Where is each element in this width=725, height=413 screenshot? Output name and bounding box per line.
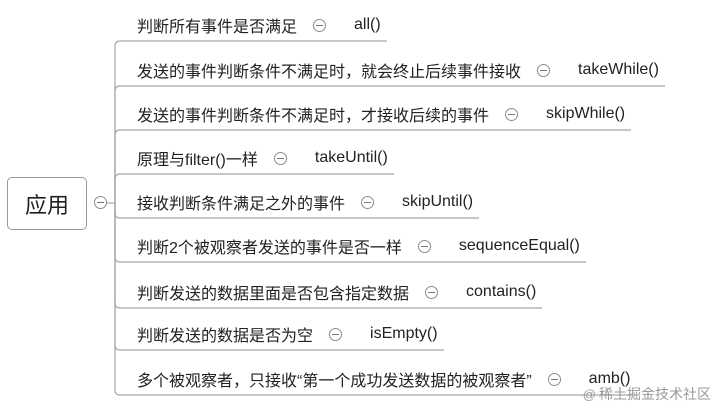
watermark: @ 稀土掘金技术社区: [583, 384, 711, 404]
branch-node-takeuntil[interactable]: 原理与filter()一样 takeUntil(): [137, 146, 388, 170]
branch-node-skipuntil[interactable]: 接收判断条件满足之外的事件 skipUntil(): [137, 190, 473, 214]
collapse-icon[interactable]: [547, 372, 561, 386]
branch-label: 判断发送的数据是否为空: [137, 328, 314, 345]
branch-node-sequenceequal[interactable]: 判断2个被观察者发送的事件是否一样 sequenceEqual(): [137, 234, 580, 258]
root-label: 应用: [24, 192, 69, 218]
watermark-text: 稀土掘金技术社区: [599, 386, 711, 402]
branch-label: 判断发送的数据里面是否包含指定数据: [137, 286, 410, 303]
operator-contains[interactable]: contains(): [466, 283, 537, 300]
collapse-icon[interactable]: [417, 239, 431, 253]
operator-all[interactable]: all(): [354, 16, 381, 33]
operator-amb[interactable]: amb(): [588, 370, 631, 387]
branch-connector-0: [114, 40, 387, 203]
operator-takeuntil[interactable]: takeUntil(): [314, 149, 388, 166]
branch-label: 多个被观察者，只接收“第一个成功发送数据的被观察者”: [137, 373, 532, 390]
operator-skipwhile[interactable]: skipWhile(): [546, 105, 626, 122]
branch-connector-2: [114, 129, 631, 203]
operator-takewhile[interactable]: takeWhile(): [578, 61, 659, 78]
branch-connector-1: [114, 85, 665, 203]
collapse-icon[interactable]: [505, 107, 519, 121]
collapse-icon[interactable]: [273, 151, 287, 165]
branch-connector-8: [114, 203, 637, 396]
operator-skipuntil[interactable]: skipUntil(): [402, 193, 474, 210]
collapse-icon[interactable]: [537, 63, 551, 77]
collapse-icon[interactable]: [329, 327, 343, 341]
at-icon: @: [582, 386, 596, 402]
operator-sequenceequal[interactable]: sequenceEqual(): [458, 237, 580, 254]
branch-node-contains[interactable]: 判断发送的数据里面是否包含指定数据 contains(): [137, 280, 536, 304]
collapse-icon[interactable]: [361, 195, 375, 209]
branch-label: 原理与filter()一样: [137, 152, 258, 169]
branch-node-all[interactable]: 判断所有事件是否满足 all(): [137, 13, 381, 37]
branch-node-isempty[interactable]: 判断发送的数据是否为空 isEmpty(): [137, 322, 438, 346]
branch-connector-3: [114, 173, 394, 203]
branch-label: 判断2个被观察者发送的事件是否一样: [137, 240, 402, 257]
branch-node-amb[interactable]: 多个被观察者，只接收“第一个成功发送数据的被观察者” amb(): [137, 367, 630, 391]
collapse-icon[interactable]: [425, 285, 439, 299]
branch-label: 判断所有事件是否满足: [137, 19, 298, 36]
root-collapse-icon[interactable]: [94, 196, 107, 209]
branch-label: 发送的事件判断条件不满足时，才接收后续的事件: [137, 108, 490, 125]
branch-label: 发送的事件判断条件不满足时，就会终止后续事件接收: [137, 64, 522, 81]
branch-node-skipwhile[interactable]: 发送的事件判断条件不满足时，才接收后续的事件 skipWhile(): [137, 102, 625, 126]
root-node[interactable]: 应用: [7, 177, 87, 230]
collapse-icon[interactable]: [313, 18, 327, 32]
branch-label: 接收判断条件满足之外的事件: [137, 196, 346, 213]
branch-node-takewhile[interactable]: 发送的事件判断条件不满足时，就会终止后续事件接收 takeWhile(): [137, 58, 659, 82]
operator-isempty[interactable]: isEmpty(): [370, 325, 438, 342]
